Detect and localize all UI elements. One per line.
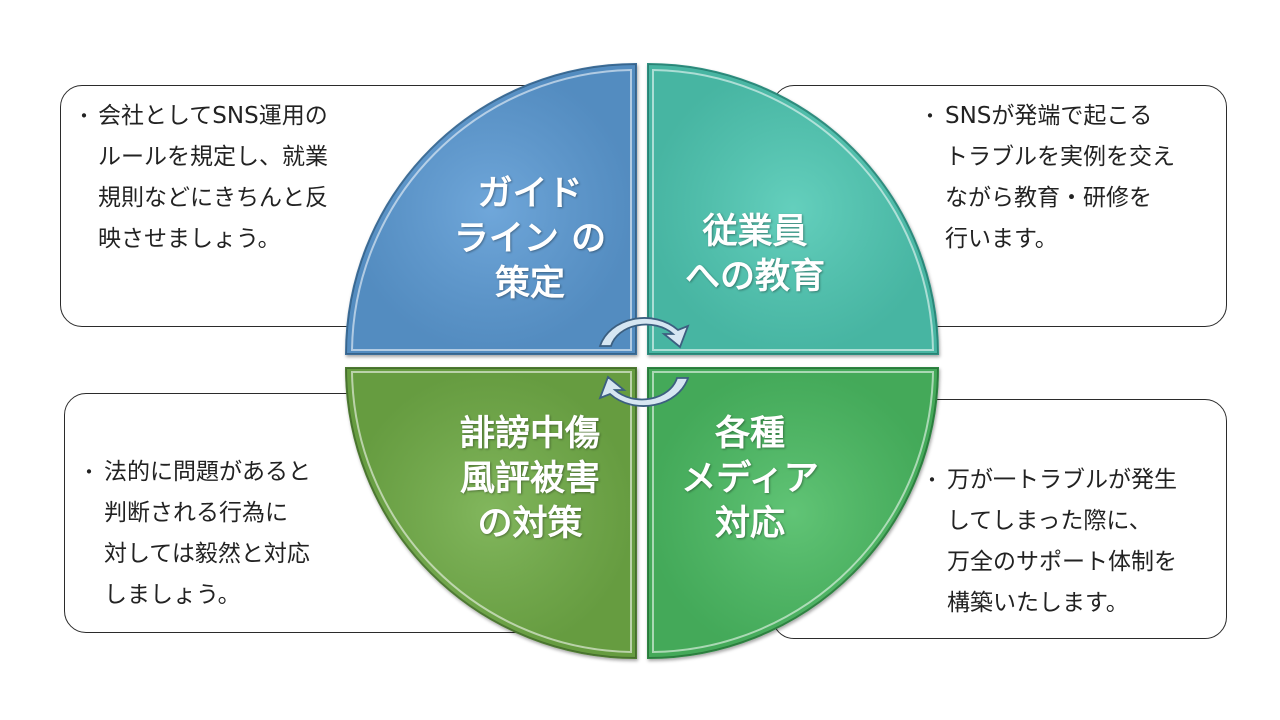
label-guideline: ガイド ライン の 策定 <box>453 174 607 304</box>
quadrant-education <box>647 62 940 355</box>
bullet-guideline: ・ <box>74 104 94 128</box>
label-education: 従業員 への教育 <box>684 212 825 297</box>
label-defamation: 誹謗中傷 風評被害 の対策 <box>459 414 600 544</box>
description-media: 万が一トラブルが発生 してしまった際に、 万全のサポート体制を 構築いたします。 <box>947 467 1177 616</box>
description-guideline: 会社としてSNS運用の ルールを規定し、就業 規則などにきちんと反 映させましょ… <box>98 103 328 252</box>
bullet-defamation: ・ <box>79 460 99 484</box>
circular-arrows-icon <box>598 317 690 407</box>
label-media: 各種 メディア 対応 <box>681 414 819 544</box>
description-defamation: 法的に問題があると 判断される行為に 対しては毅然と対応 しましょう。 <box>104 459 311 608</box>
description-education: SNSが発端で起こる トラブルを実例を交え ながら教育・研修を 行います。 <box>945 103 1175 252</box>
